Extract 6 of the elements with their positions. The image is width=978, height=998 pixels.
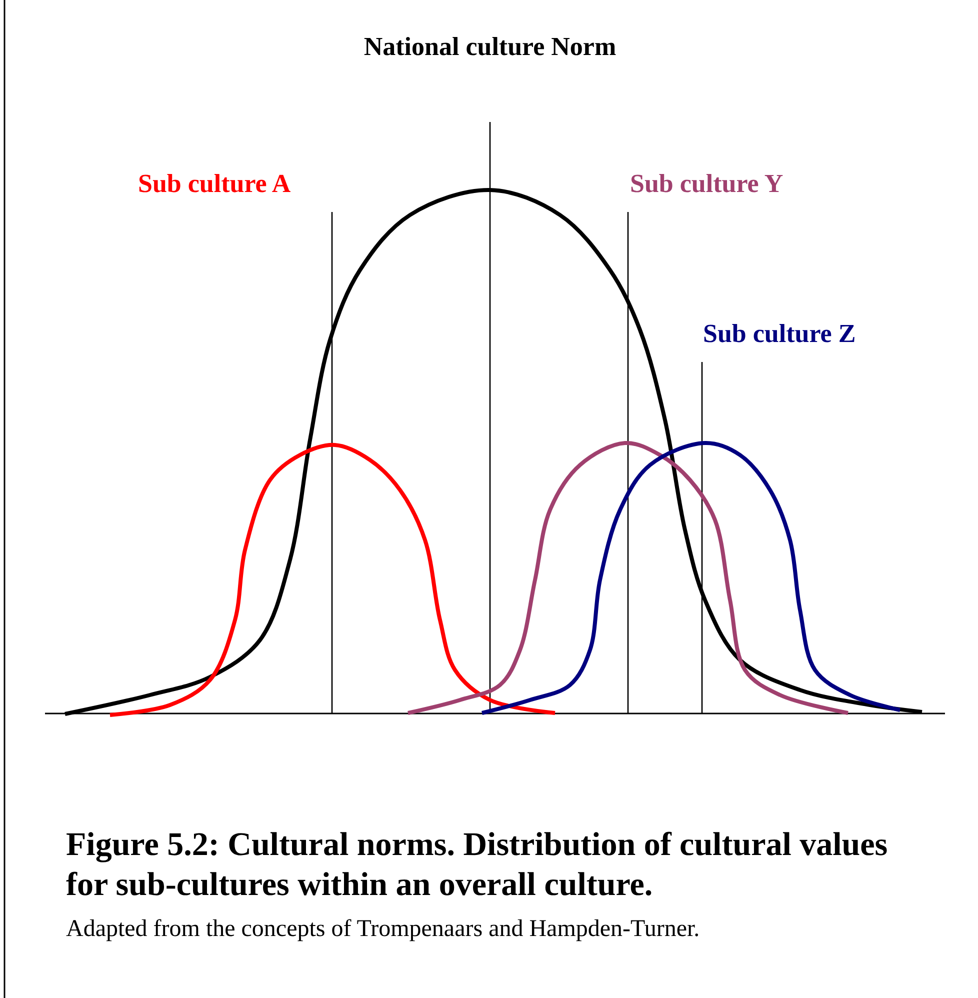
curve-label: National culture Norm [362,31,618,63]
curve-label: Sub culture A [138,168,291,200]
figure-caption: Figure 5.2: Cultural norms. Distribution of cultural values for sub-cultures within an overall culture. [66,826,889,905]
source-note: Adapted from the concepts of Trompenaars and Hampden-Turner. [66,915,700,944]
curve-label: Sub culture Z [703,318,856,350]
curve-label: Sub culture Y [630,168,784,200]
